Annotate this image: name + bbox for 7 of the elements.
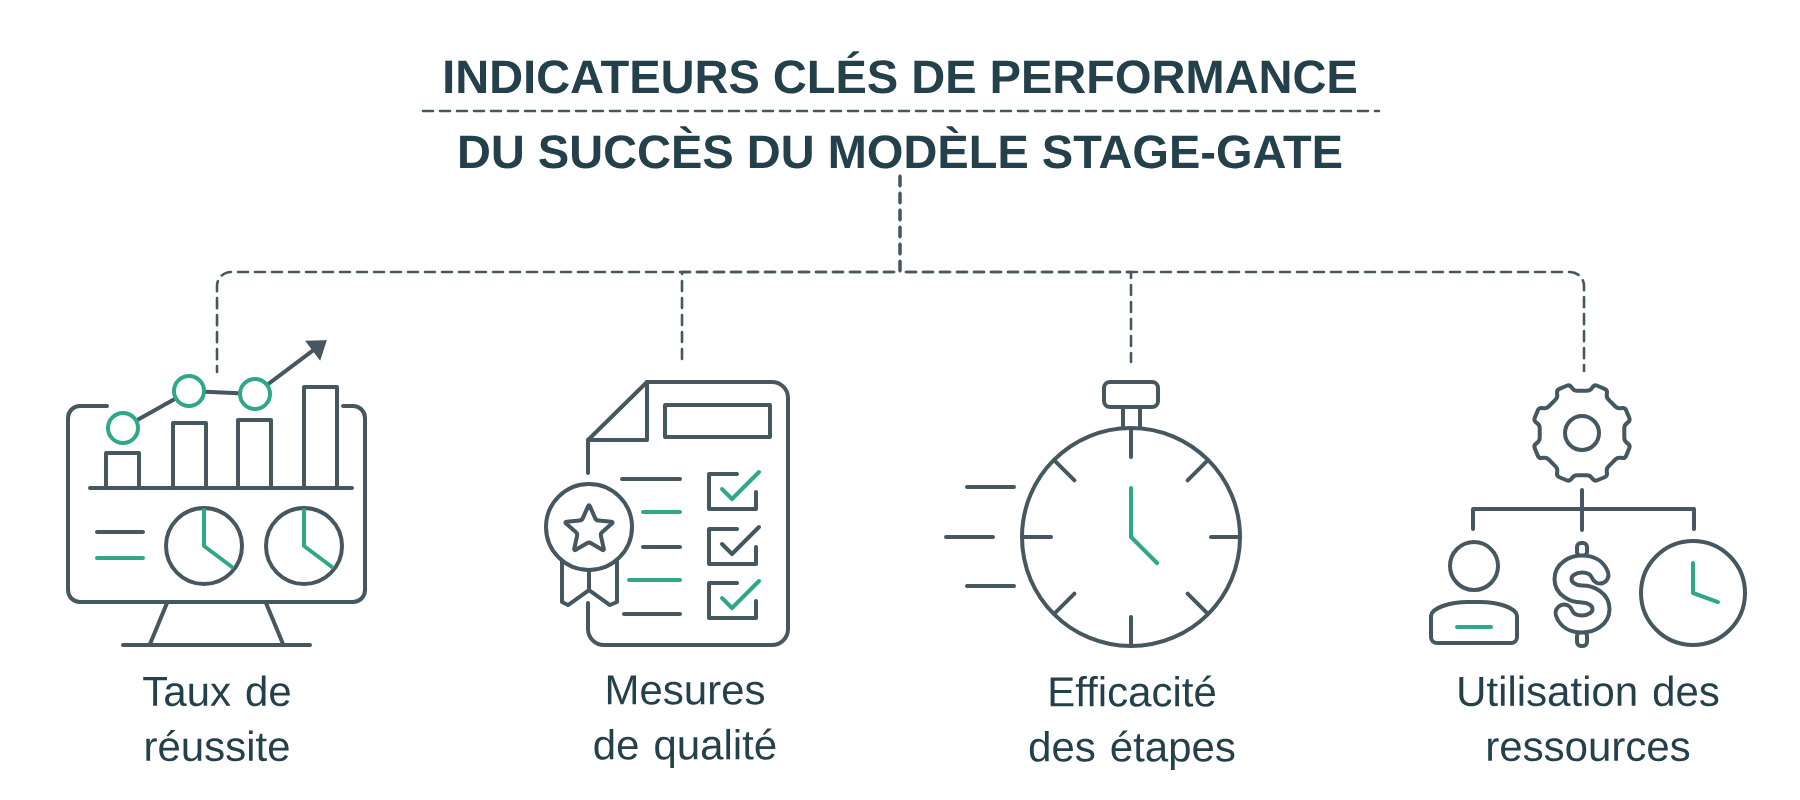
icon-caption: Taux de réussite <box>143 675 290 762</box>
icon-caption: Efficacité des étapes <box>1029 675 1235 771</box>
title: INDICATEURS CLÉS DE PERFORMANCE <box>445 51 1356 94</box>
title: DU SUCCÈS DU MODÈLE STAGE-GATE <box>460 126 1342 169</box>
icon-caption: Utilisation des ressources <box>1459 675 1719 762</box>
icon-caption: Mesures de qualité <box>594 675 776 768</box>
connector-line <box>898 174 1586 373</box>
